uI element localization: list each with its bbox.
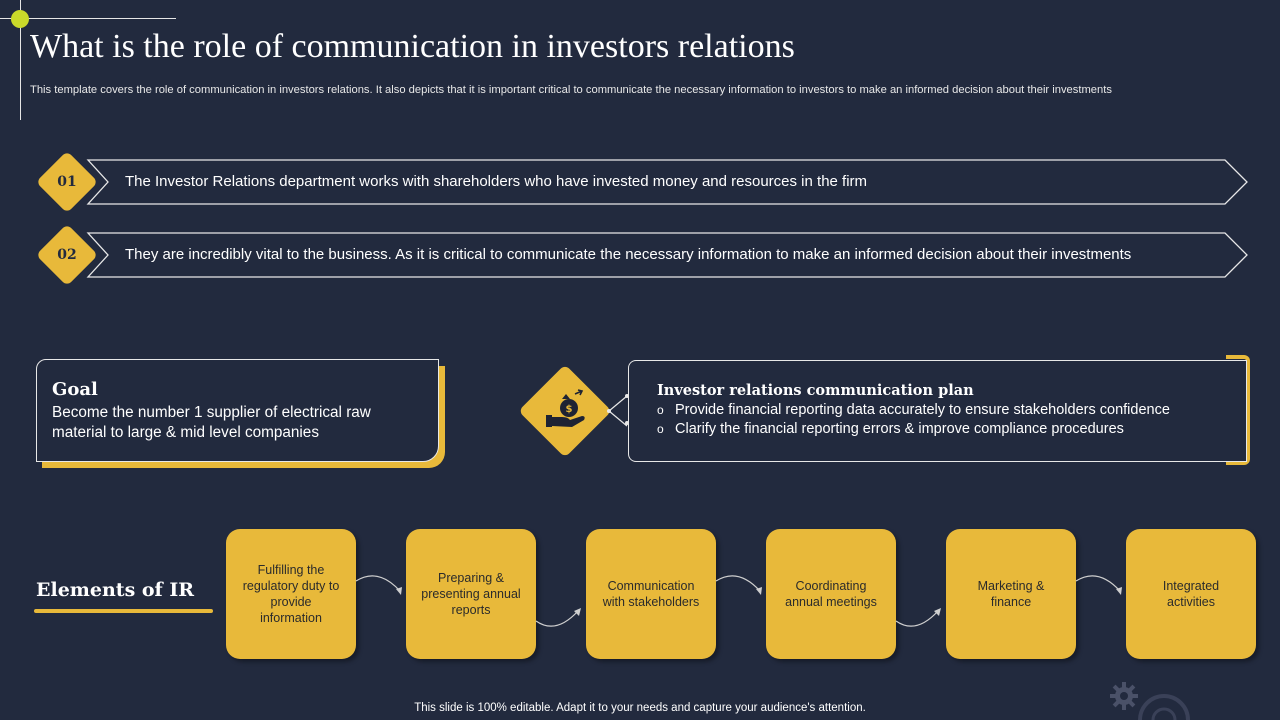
point-text: They are incredibly vital to the busines…	[125, 246, 1132, 263]
plan-connector	[607, 394, 629, 427]
goal-text: Become the number 1 supplier of electric…	[52, 404, 371, 441]
plan-item-text: Provide financial reporting data accurat…	[675, 402, 1170, 418]
curved-arrow-icon	[355, 575, 402, 595]
curved-arrow-icon	[895, 608, 941, 627]
ir-element-card: Communication with stakeholders	[586, 529, 716, 659]
page-title: What is the role of communication in inv…	[30, 28, 795, 65]
bullet-marker: o	[657, 422, 664, 436]
corner-dot	[11, 10, 29, 28]
elements-title: Elements of IR	[36, 579, 195, 601]
plan-box	[628, 360, 1247, 462]
ir-element-label: Communication with stakeholders	[602, 579, 700, 609]
point-text: The Investor Relations department works …	[125, 173, 868, 190]
point-number: 02	[57, 247, 77, 263]
gears-icon	[1110, 682, 1190, 720]
ir-element-card: Integrated activities	[1126, 529, 1256, 659]
point-arrow-shape	[86, 159, 1248, 205]
ir-element-label: Preparing & presenting annual reports	[421, 571, 521, 617]
point-arrow-shape	[86, 232, 1248, 278]
goal-box	[36, 359, 439, 462]
ir-element-card: Preparing & presenting annual reports	[406, 529, 536, 659]
footer-note: This slide is 100% editable. Adapt it to…	[414, 702, 866, 714]
corner-line-vertical	[20, 0, 21, 120]
ir-element-label: Marketing & finance	[977, 579, 1045, 609]
ir-element-card: Fulfilling the regulatory duty to provid…	[226, 529, 356, 659]
page-subtitle: This template covers the role of communi…	[30, 84, 1112, 96]
elements-title-underline	[34, 609, 213, 613]
point-row: 02 They are incredibly vital to the busi…	[35, 223, 1250, 288]
bullet-marker: o	[657, 403, 664, 417]
corner-line-horizontal	[0, 18, 176, 19]
svg-text:$: $	[566, 404, 573, 415]
plan-box-accent	[1226, 355, 1250, 465]
goal-title: Goal	[52, 379, 98, 400]
ir-element-label: Coordinating annual meetings	[785, 579, 877, 609]
money-bag-hand-icon: $	[546, 389, 585, 427]
point-row: 01 The Investor Relations department wor…	[35, 150, 1250, 215]
curved-arrow-icon	[1075, 575, 1122, 595]
plan-item-text: Clarify the financial reporting errors &…	[675, 421, 1124, 437]
point-number: 01	[57, 174, 77, 190]
curved-arrow-icon	[535, 608, 581, 627]
ir-element-label: Fulfilling the regulatory duty to provid…	[242, 563, 340, 625]
curved-arrow-icon	[715, 575, 762, 595]
plan-title: Investor relations communication plan	[657, 382, 974, 399]
plan-item: o Provide financial reporting data accura…	[657, 402, 1170, 418]
ir-element-label: Integrated activities	[1162, 579, 1220, 609]
ir-element-card: Coordinating annual meetings	[766, 529, 896, 659]
plan-item: o Clarify the financial reporting errors …	[657, 421, 1124, 437]
ir-element-card: Marketing & finance	[946, 529, 1076, 659]
